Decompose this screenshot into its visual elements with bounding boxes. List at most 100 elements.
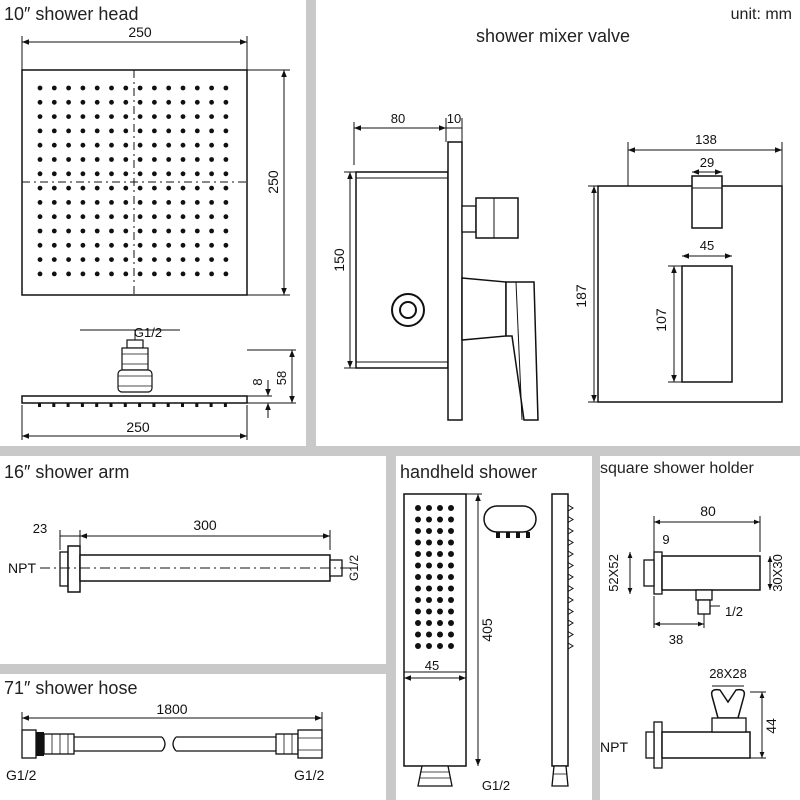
nozzle-dot: [123, 128, 129, 134]
side-nozzle: [209, 403, 213, 407]
nozzle-dot: [37, 171, 43, 177]
nozzle-dot: [426, 505, 432, 511]
lever-height-label: 107: [653, 308, 669, 332]
nozzle-dot: [209, 242, 215, 248]
side-nozzle: [567, 631, 574, 638]
side-nozzle: [109, 403, 113, 407]
nozzle-dot: [80, 228, 86, 234]
nozzle-dot: [37, 157, 43, 162]
nozzle-dot: [209, 99, 215, 105]
nozzle-dot: [152, 242, 157, 248]
side-nozzle: [567, 516, 574, 523]
nozzle-dot: [109, 228, 114, 234]
nozzle-dot: [109, 114, 114, 119]
nozzle-dot: [448, 505, 454, 511]
nozzle-dot: [94, 171, 100, 177]
nozzle-dot: [180, 200, 186, 205]
nozzle-dot: [180, 171, 186, 177]
nozzle-dot: [180, 185, 186, 191]
nozzle-dot: [152, 228, 157, 234]
nozzle-dot: [426, 516, 432, 523]
nozzle-dot: [109, 171, 114, 177]
nozzle-dot: [448, 551, 454, 557]
side-nozzle: [195, 403, 199, 407]
nozzle-dot: [123, 142, 129, 148]
nozzle-dot: [194, 85, 200, 91]
nozzle-dot: [437, 643, 443, 649]
nozzle-dot: [94, 85, 100, 91]
holder-head-label: 28X28: [709, 666, 747, 681]
side-nozzle: [123, 403, 127, 407]
hose-panel: 71″ shower hose 1800 G1/2 G1/2: [0, 674, 386, 800]
nozzle-dot: [415, 505, 421, 511]
nozzle-dot: [223, 85, 229, 91]
nozzle-dot: [448, 643, 454, 649]
nozzle-dot: [51, 271, 57, 277]
side-nozzle: [567, 527, 574, 535]
nozzle-dot: [180, 142, 186, 148]
handheld-body: [403, 493, 467, 767]
nozzle-dot: [94, 200, 100, 205]
hose-right-nut: [297, 729, 323, 759]
nozzle-dot: [166, 200, 172, 205]
nozzle-dot: [66, 128, 71, 134]
holder-outlet: [697, 599, 711, 615]
nozzle-dot: [448, 620, 454, 626]
nozzle-dot: [437, 620, 443, 626]
nozzle-dot: [80, 214, 86, 220]
unit-label: unit: mm: [730, 6, 792, 23]
nozzle-dot: [166, 214, 172, 220]
nozzle-dot: [223, 200, 229, 205]
nozzle-dot: [166, 142, 172, 148]
nozzle-dot: [109, 99, 114, 105]
nozzle-dot: [152, 271, 157, 277]
nozzle-dot: [109, 242, 114, 248]
nozzle-dot: [180, 114, 186, 119]
nozzle-dot: [426, 551, 432, 557]
nozzle-dot: [123, 200, 129, 205]
head-bottom-width-label: 250: [126, 419, 150, 435]
side-nozzle: [152, 403, 156, 407]
nozzle-dot: [66, 99, 71, 105]
nozzle-dot: [94, 257, 100, 262]
nozzle-dot: [180, 228, 186, 234]
nozzle-dot: [426, 574, 432, 580]
nozzle-dot: [166, 185, 172, 191]
nozzle-dot: [415, 551, 421, 557]
nozzle-dot: [51, 157, 57, 162]
head-thread-label: G1/2: [134, 325, 162, 340]
nozzle-dot: [123, 271, 129, 277]
hose-left-thread-label: G1/2: [6, 767, 37, 783]
nozzle-dot: [194, 200, 200, 205]
nozzle-dot: [448, 539, 454, 546]
nozzle-dot: [51, 128, 57, 134]
side-nozzle: [567, 608, 574, 615]
nozzle-dot: [109, 200, 114, 205]
nozzle-dot: [80, 157, 86, 162]
nozzle-dot: [223, 257, 229, 262]
nozzle-dot: [223, 214, 229, 220]
nozzle-dot: [415, 631, 421, 638]
nozzle-dot: [94, 114, 100, 119]
nozzle-dot: [109, 128, 114, 134]
nozzle-dot: [80, 128, 86, 134]
nozzle-dot: [94, 228, 100, 234]
nozzle-dot: [415, 562, 421, 569]
nozzle-dot: [123, 214, 129, 220]
nozzle-dot: [80, 271, 86, 277]
shower-head-drawing: 250 250 G1/2 8 58 2: [21, 24, 296, 440]
valve-body: [355, 171, 449, 369]
side-nozzle: [567, 504, 574, 512]
nozzle-dot: [37, 85, 43, 91]
nozzle-dot: [137, 171, 143, 177]
nozzle-dot: [437, 505, 443, 511]
arm-npt-label: NPT: [8, 560, 36, 576]
nozzle-dot: [66, 142, 71, 148]
nozzle-dot: [137, 142, 143, 148]
handheld-width-label: 45: [425, 658, 439, 673]
handheld-thread-label: G1/2: [482, 778, 510, 793]
nozzle-dot: [37, 185, 43, 191]
hose-length-label: 1800: [156, 701, 187, 717]
nozzle-dot: [66, 185, 71, 191]
side-nozzle: [567, 585, 574, 592]
